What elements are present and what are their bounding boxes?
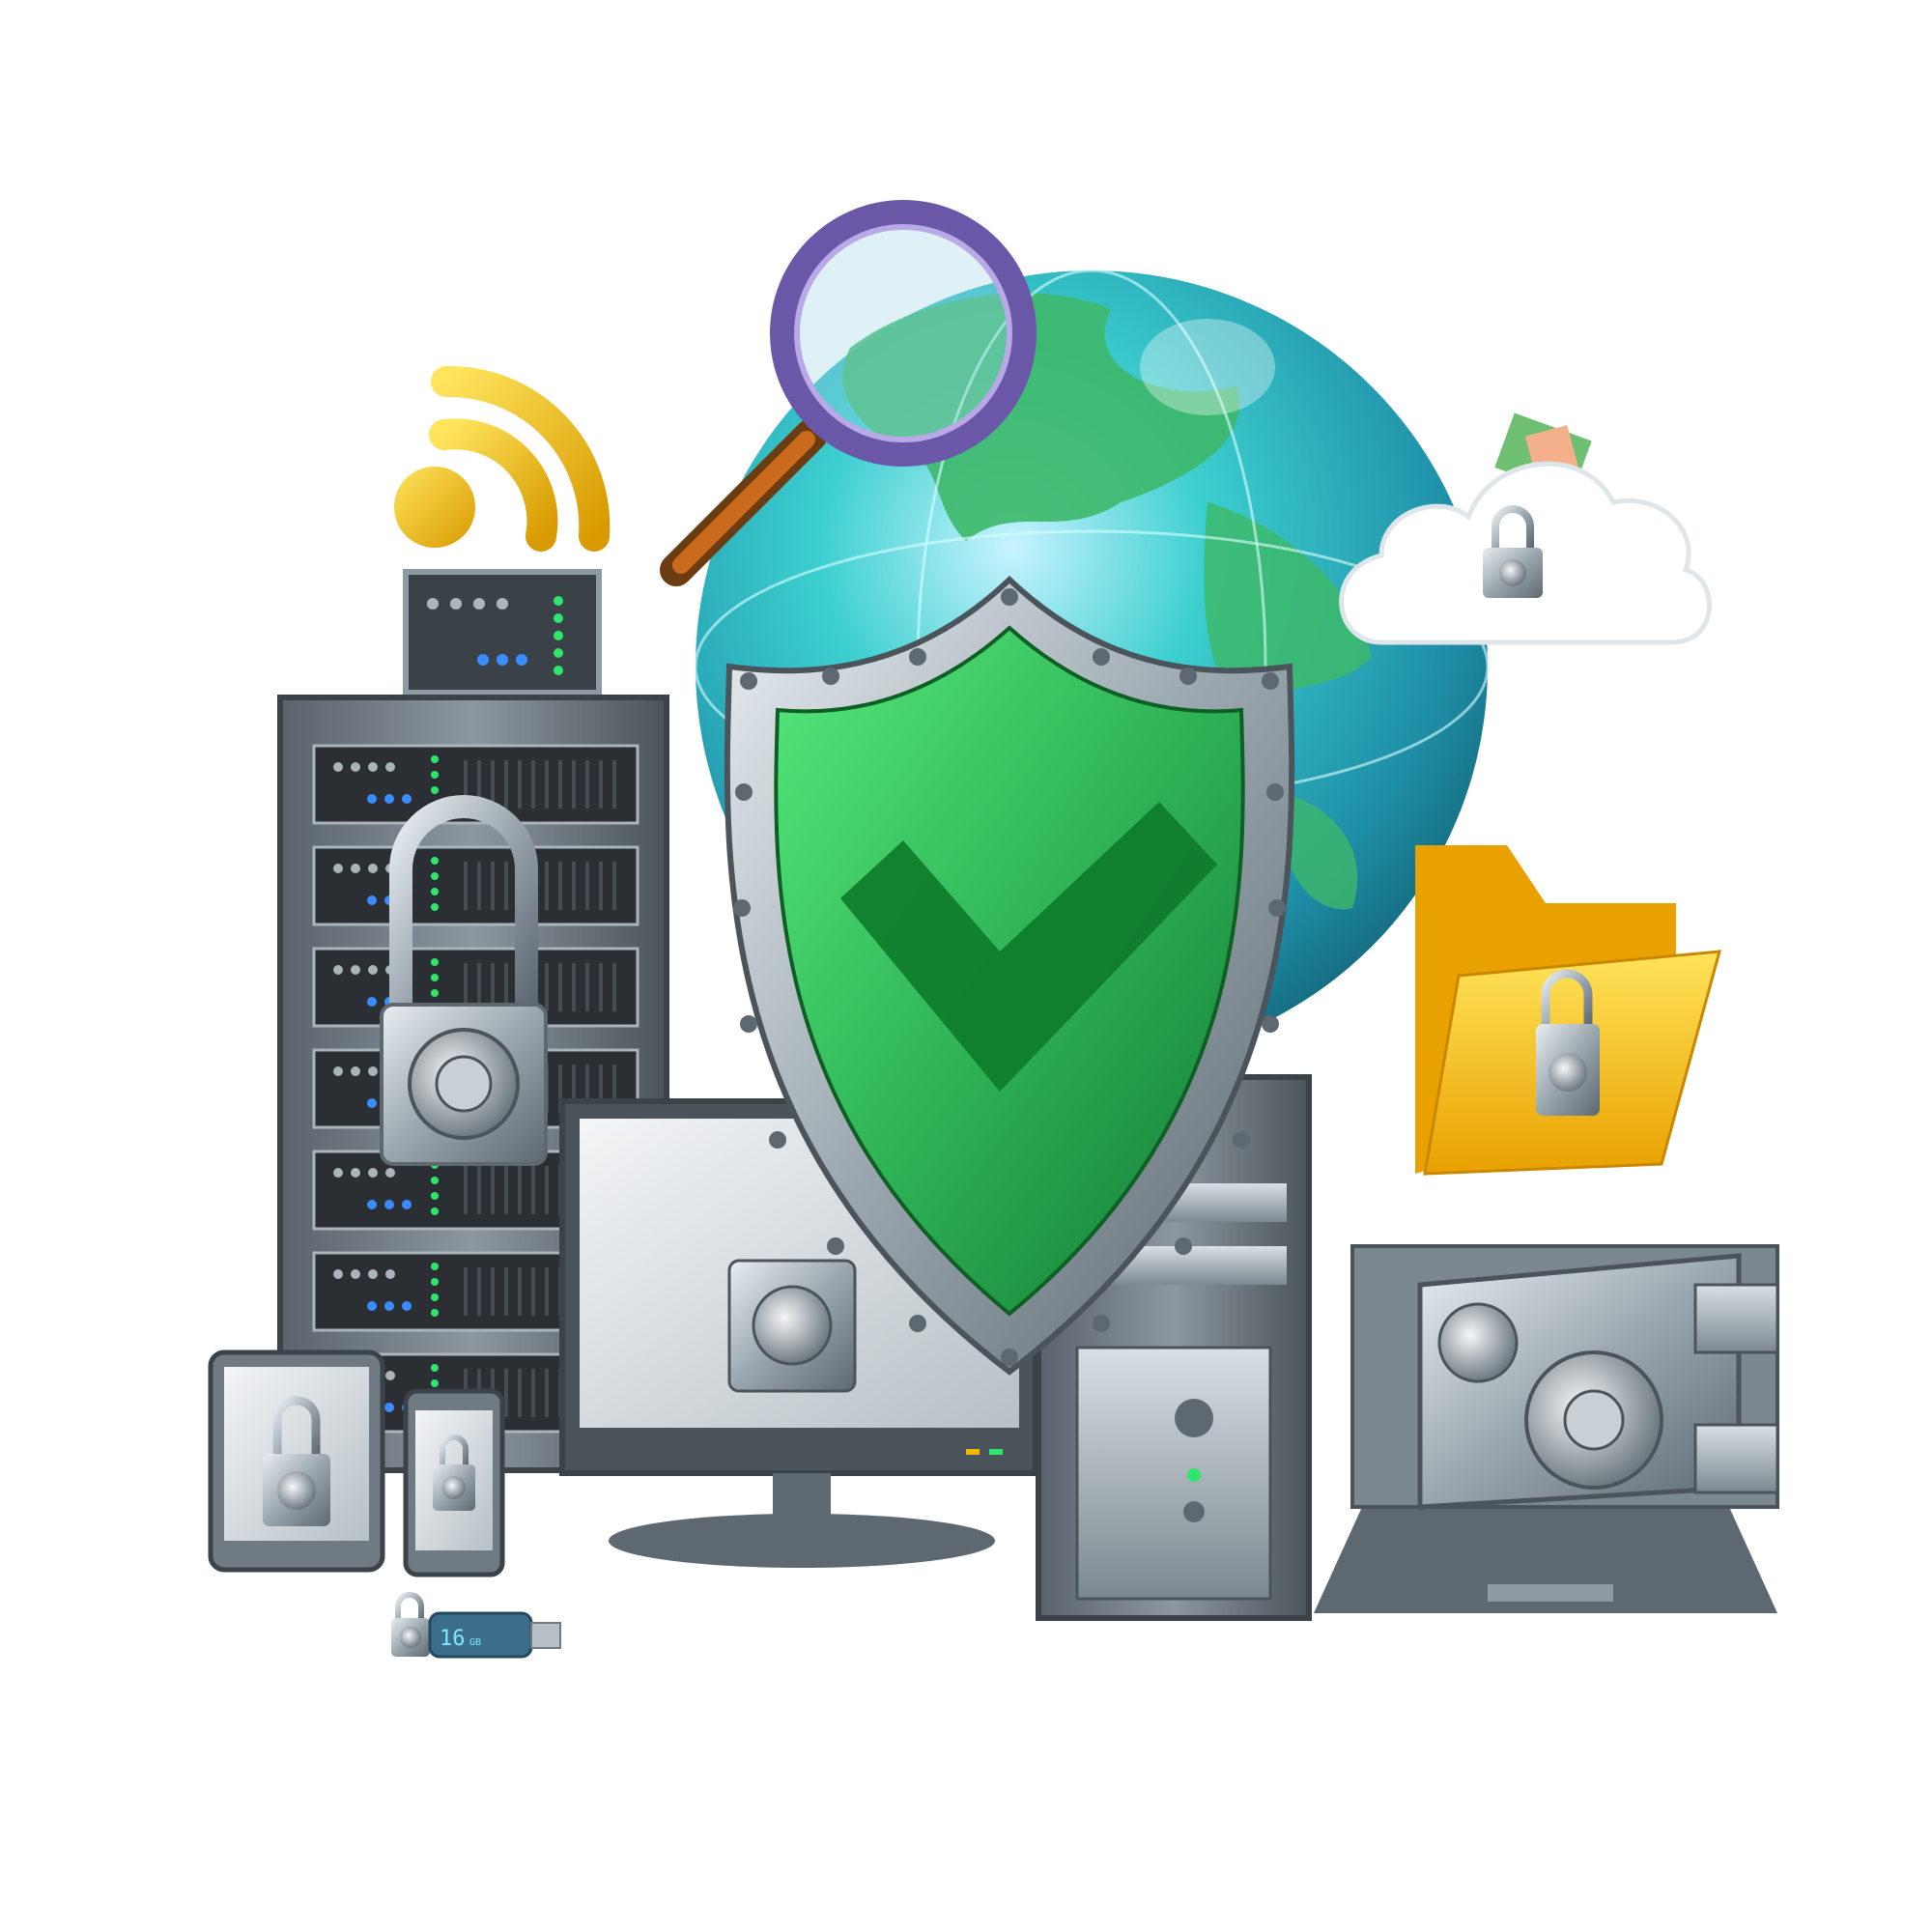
shield-rivet — [740, 672, 757, 690]
tablet-lock-icon — [208, 1350, 385, 1573]
shield-rivet — [1233, 1131, 1250, 1149]
phone-lock-icon — [403, 1388, 505, 1577]
safe-vault-icon — [1314, 1244, 1779, 1613]
shield-rivet — [769, 1131, 786, 1149]
wifi-signal-icon — [394, 365, 611, 552]
usb-drive-icon: 16 GB — [391, 1592, 561, 1659]
usb-capacity-unit: GB — [469, 1637, 481, 1648]
shield-rivet — [909, 1315, 926, 1332]
shield-rivet — [740, 1015, 757, 1033]
shield-rivet — [1262, 1015, 1279, 1033]
rack-unit — [312, 845, 639, 926]
shield-rivet — [735, 783, 753, 801]
shield-check-icon — [724, 575, 1295, 1376]
shield-rivet — [827, 1237, 844, 1255]
shield-rivet — [1179, 668, 1197, 685]
shield-rivet — [909, 648, 926, 666]
shield-rivet — [1262, 672, 1279, 690]
cloud-lock-icon — [1339, 412, 1713, 645]
rack-unit — [312, 744, 639, 825]
shield-rivet — [1093, 648, 1110, 666]
shield-rivet — [733, 899, 751, 917]
shield-rivet — [822, 668, 839, 685]
usb-capacity-label: 16 — [440, 1627, 466, 1651]
folder-lock-icon — [1415, 845, 1722, 1176]
shield-rivet — [1266, 783, 1284, 801]
shield-rivet — [1175, 1237, 1192, 1255]
shield-rivet — [1268, 899, 1286, 917]
shield-rivet — [1093, 1315, 1110, 1332]
magnifying-glass-icon — [660, 200, 1037, 586]
shield-rivet — [1001, 588, 1018, 606]
router-unit — [403, 569, 602, 696]
shield-rivet — [1001, 1349, 1018, 1366]
padlock-icon — [380, 795, 548, 1166]
